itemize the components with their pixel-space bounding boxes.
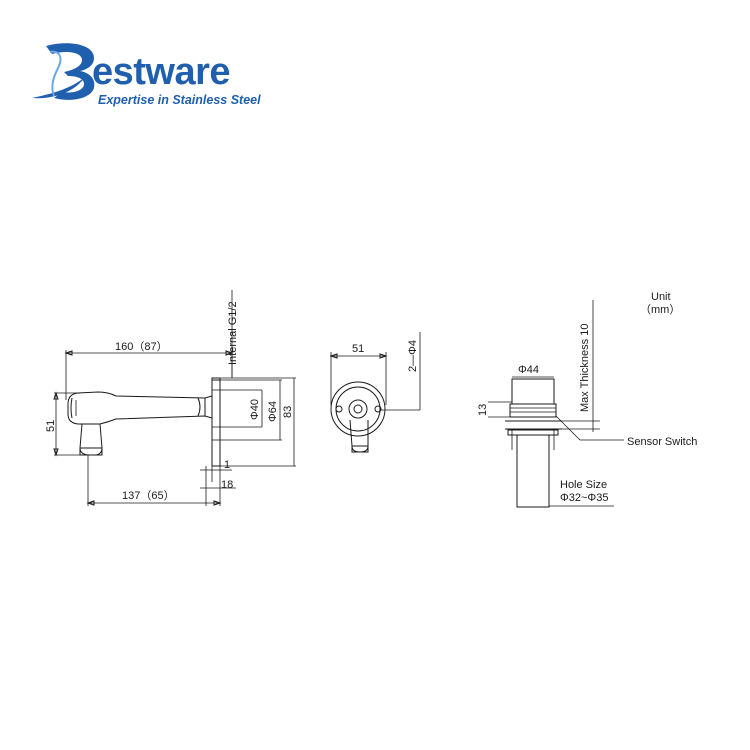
spout-outline (67, 377, 221, 467)
sensor-view: Φ44 13 Max Thickness 10 Sensor Switch Ho… (477, 300, 697, 508)
hole-size-label: Hole Size (560, 479, 607, 491)
dim-sensor-height: 13 (477, 404, 489, 416)
dim-sensor-diameter: Φ44 (518, 364, 539, 376)
dim-gap: 1 (224, 459, 230, 471)
sensor-cap (511, 378, 555, 405)
dim-front-width: 51 (352, 343, 364, 355)
dim-dia-inner: Φ40 (249, 399, 261, 420)
spout-nozzle (79, 423, 103, 456)
side-view: 160（87） Internal G1/2 Φ40 Φ64 83 51 1 18 (45, 290, 296, 506)
dim-max-thickness: Max Thickness 10 (579, 324, 591, 412)
dim-dia-outer: Φ64 (267, 401, 279, 422)
brand-name: estware (92, 51, 230, 93)
dim-holes: 2—Φ4 (407, 340, 419, 372)
sensor-shank (516, 434, 550, 508)
hole-size-value: Φ32~Φ35 (560, 492, 608, 504)
sensor-switch-label: Sensor Switch (627, 436, 697, 448)
logo-b-icon (46, 43, 95, 100)
dim-flange-height: 83 (282, 406, 294, 418)
unit-value: （mm） (640, 303, 680, 316)
unit-label: Unit (651, 291, 671, 303)
dim-internal-thread: Internal G1/2 (227, 301, 239, 365)
brand-tagline: Expertise in Stainless Steel (98, 93, 261, 107)
logo-swoosh-icon (32, 78, 84, 99)
screw-hole-right (374, 405, 382, 413)
dim-length-bottom: 137（65） (122, 489, 175, 502)
dim-height: 51 (45, 420, 57, 432)
bestware-logo: estware Expertise in Stainless Steel (32, 43, 261, 107)
dim-length-top: 160（87） (115, 340, 168, 353)
front-flange-outer (330, 381, 386, 437)
screw-hole-left (335, 405, 343, 413)
front-view: 51 2—Φ4 (329, 332, 421, 453)
dim-flange-depth: 18 (221, 479, 233, 491)
flange (211, 379, 221, 467)
